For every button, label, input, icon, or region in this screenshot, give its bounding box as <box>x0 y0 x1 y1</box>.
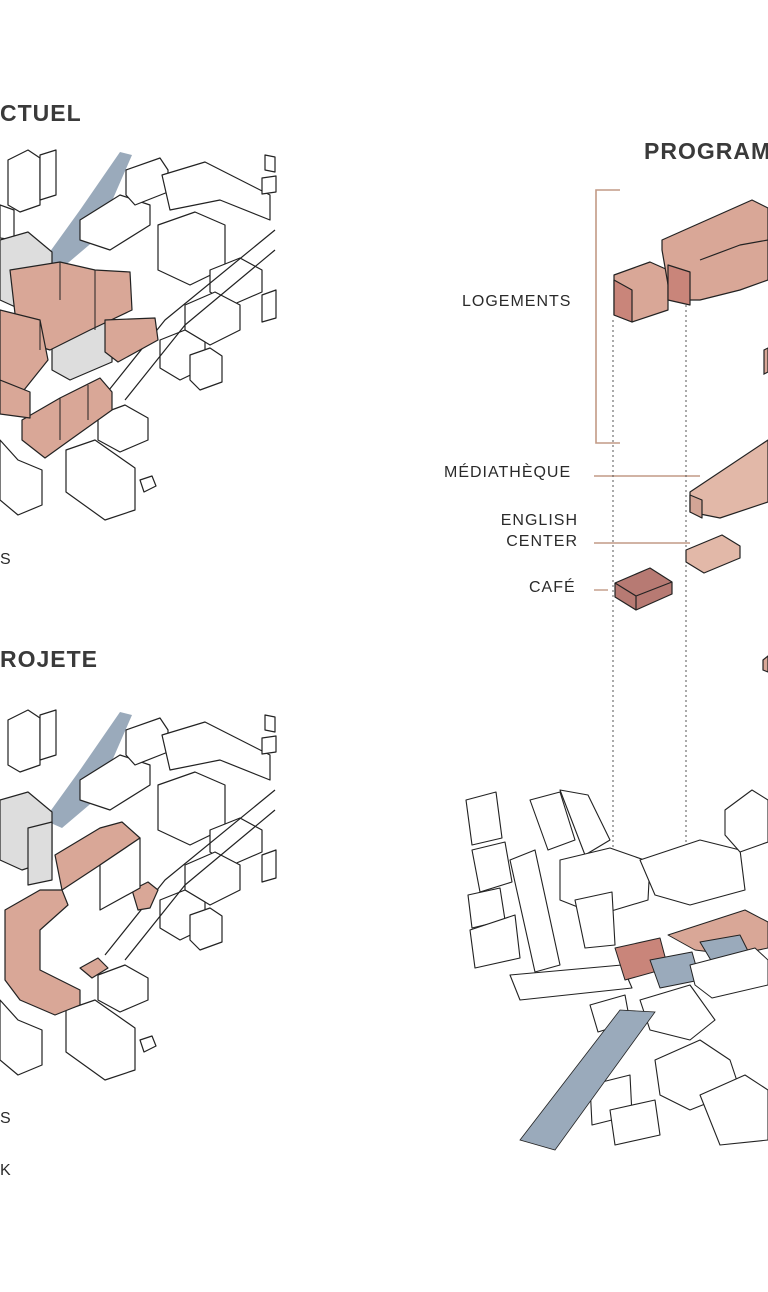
logements-volume <box>614 200 768 322</box>
cafe-volume <box>615 568 672 610</box>
mediatheque-volume <box>690 440 768 518</box>
english-center-volume <box>686 535 740 573</box>
